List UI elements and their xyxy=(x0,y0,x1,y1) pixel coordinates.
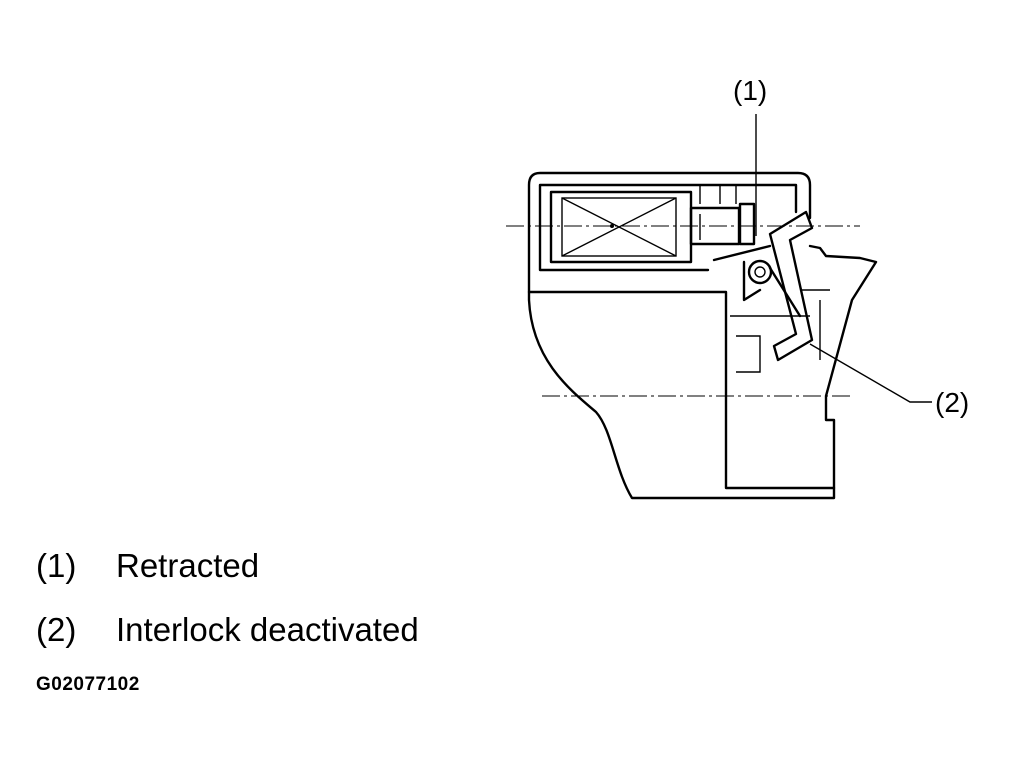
housing-outline xyxy=(527,171,878,500)
callout-2-leader xyxy=(809,343,932,403)
pivot-bracket xyxy=(712,244,802,318)
interlock-diagram: (1) (2) xyxy=(506,75,969,500)
coil-center-dot xyxy=(610,224,614,228)
callout-2-label: (2) xyxy=(935,387,969,418)
solenoid-winding xyxy=(561,197,677,257)
inner-frame xyxy=(527,183,836,490)
legend-item-retracted: (1) Retracted xyxy=(36,546,259,586)
callout-1-label: (1) xyxy=(733,75,767,106)
lower-internal-detail xyxy=(730,289,830,373)
pivot-spring-inner xyxy=(754,266,766,278)
interlock-lever xyxy=(768,210,814,362)
legend-number: (2) xyxy=(36,611,77,648)
plunger-head xyxy=(738,202,756,246)
legend-text: Interlock deactivated xyxy=(116,611,419,648)
plunger-guide xyxy=(699,186,737,204)
figure-code: G02077102 xyxy=(36,674,140,695)
legend-number: (1) xyxy=(36,547,77,584)
legend-item-interlock: (2) Interlock deactivated xyxy=(36,610,419,650)
legend-text: Retracted xyxy=(116,547,260,584)
pivot-spring-outer xyxy=(747,259,773,285)
coil-cross-b xyxy=(561,197,677,257)
